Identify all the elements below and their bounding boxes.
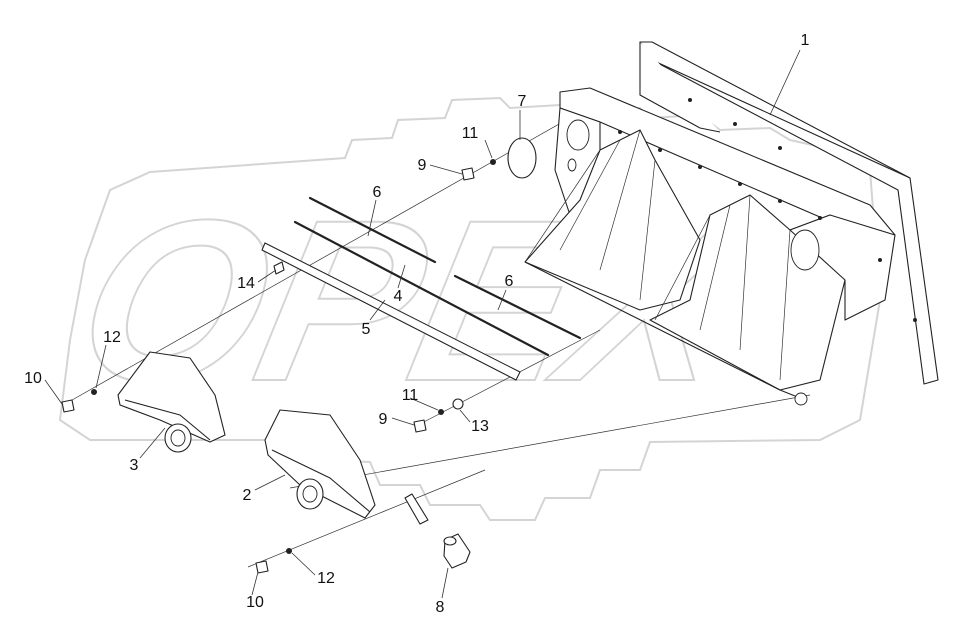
bolt-9-middle	[413, 419, 427, 433]
fitting	[443, 533, 471, 569]
bolt-10-upper	[61, 399, 75, 413]
clip-14	[273, 261, 285, 275]
bolt-upper	[461, 167, 475, 181]
washer-upper	[490, 159, 496, 165]
round-cover	[507, 137, 537, 179]
callout-8: 8	[436, 599, 445, 616]
callout-7: 7	[518, 93, 527, 110]
fasteners-middle	[413, 398, 464, 433]
callout-9-a: 9	[418, 157, 427, 174]
funnel-left	[524, 129, 701, 311]
upper-fasteners	[461, 159, 496, 181]
callout-13: 13	[471, 418, 489, 435]
washer-13	[452, 398, 464, 410]
callout-10-a: 10	[24, 370, 42, 387]
strip-6-upper	[308, 196, 437, 264]
washer-12-upper	[91, 389, 97, 395]
callout-12-b: 12	[317, 570, 335, 587]
hood-left	[117, 351, 226, 453]
strip-6-lower	[453, 274, 582, 340]
bolt-10-lower	[255, 560, 269, 574]
callout-2: 2	[243, 487, 252, 504]
strips	[261, 196, 582, 381]
callout-1: 1	[801, 32, 810, 49]
callout-12-a: 12	[103, 329, 121, 346]
callout-11-b: 11	[402, 387, 419, 404]
callout-9-b: 9	[379, 411, 388, 428]
callout-11-a: 11	[462, 125, 479, 142]
fasteners-bottom	[255, 548, 292, 574]
strip-4	[293, 220, 550, 357]
callout-14: 14	[237, 275, 255, 292]
callout-4: 4	[394, 288, 403, 305]
callout-6-a: 6	[373, 184, 382, 201]
washer-12-lower	[286, 548, 292, 554]
callout-3: 3	[130, 457, 139, 474]
callout-labels: 1 7 11 9 6 14 4 6 5 12 10 3 11 9 13 2 12…	[24, 32, 809, 616]
callout-5: 5	[362, 321, 371, 338]
frame-bolt-holes	[618, 98, 917, 322]
fasteners-left	[61, 389, 97, 413]
hood-right	[264, 409, 429, 525]
callout-6-b: 6	[505, 273, 514, 290]
frame-assembly	[524, 41, 939, 406]
washer-11-middle	[438, 409, 444, 415]
callout-10-b: 10	[246, 594, 264, 611]
back-plate	[639, 41, 939, 385]
strip-5	[261, 242, 521, 381]
leader-lines	[44, 49, 801, 599]
